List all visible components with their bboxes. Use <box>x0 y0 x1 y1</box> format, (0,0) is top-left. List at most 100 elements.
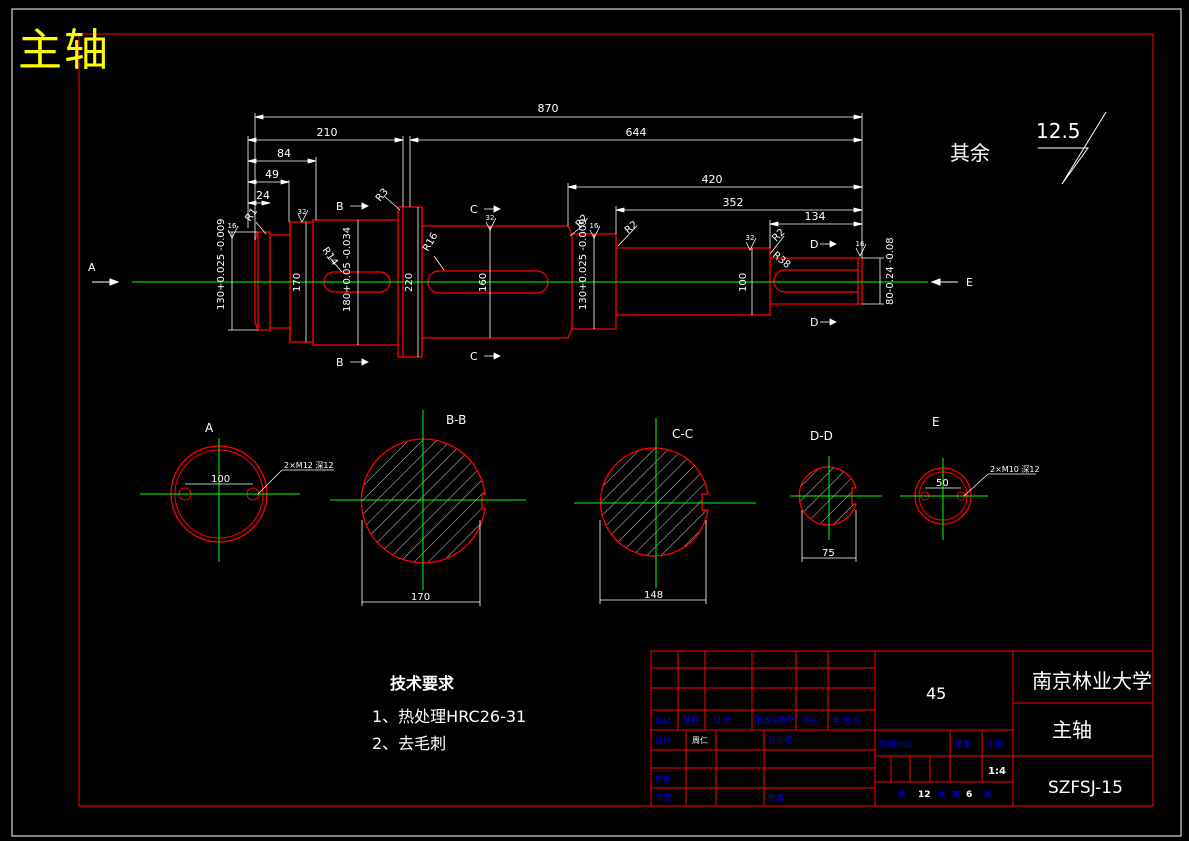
inner-frame <box>78 33 1154 807</box>
dim-100: 100 <box>738 273 749 292</box>
section-label-c-top: C <box>470 203 478 216</box>
section-e-dim: 50 <box>936 478 949 489</box>
vertical-dimension-texts: 130+0.025 -0.009 170 180+0.05 -0.034 220… <box>216 218 896 312</box>
radius-r2c: R2 <box>770 227 787 244</box>
review-label: 审核 <box>655 774 671 784</box>
row-label-change: 更改文件号 <box>755 715 795 725</box>
section-label-b-top: B <box>336 200 344 213</box>
dim-24: 24 <box>256 189 270 202</box>
surface-finish-prefix: 其余 <box>950 141 990 165</box>
dim-870: 870 <box>538 102 559 115</box>
section-e-title: E <box>932 415 940 429</box>
section-view-e <box>900 458 1036 540</box>
scale-label: 比例 <box>987 739 1003 749</box>
dim-420: 420 <box>702 173 723 186</box>
material: 45 <box>926 684 946 703</box>
dim-130b: 130+0.025 -0.009 <box>578 218 589 310</box>
roughness-16a: 16 <box>228 222 237 230</box>
roughness-marks <box>227 209 867 257</box>
radius-r16: R16 <box>421 231 440 254</box>
surface-finish-value: 12.5 <box>1036 119 1081 143</box>
radius-r38: R38 <box>770 250 792 271</box>
scale-value: 1:4 <box>988 766 1006 777</box>
vertical-dimensions <box>228 207 884 357</box>
weight-label: 重量 <box>955 739 971 749</box>
row-label-date: 年.月.日 <box>832 715 861 725</box>
radius-r1: R1 <box>243 207 260 224</box>
roughness-32a: 32 <box>298 208 307 216</box>
horizontal-dimensions <box>247 113 863 258</box>
dim-49: 49 <box>265 168 279 181</box>
roughness-mark-texts: 16 32 32 16 32 16 <box>228 208 865 248</box>
section-label-c-bottom: C <box>470 350 478 363</box>
designer-label: 设计 <box>655 735 671 745</box>
section-bb-dim: 170 <box>411 592 430 603</box>
university-name: 南京林业大学 <box>1032 669 1152 693</box>
sheet-total-label: 共 <box>898 790 906 799</box>
drawing-number: SZFSJ-15 <box>1048 778 1123 798</box>
section-markers <box>350 202 837 366</box>
dim-84: 84 <box>277 147 291 160</box>
dim-210: 210 <box>317 126 338 139</box>
standard-label: 标准化 <box>768 735 792 745</box>
section-a-note: 2×M12 深12 <box>284 461 334 470</box>
section-dd-dim: 75 <box>822 548 835 559</box>
radius-r2b: R2 <box>623 219 640 236</box>
dim-130a: 130+0.025 -0.009 <box>216 218 227 310</box>
dim-180: 180+0.05 -0.034 <box>342 227 353 312</box>
dim-134: 134 <box>805 210 826 223</box>
keyway-d <box>773 269 858 293</box>
section-view-dd <box>790 456 882 562</box>
section-cc-title: C-C <box>672 427 693 441</box>
requirement-item-2: 2、去毛刺 <box>372 734 447 753</box>
designer-name: 周仁 <box>692 735 708 745</box>
section-label-d-bottom: D <box>810 316 818 329</box>
row-label-zone: 分 区 <box>713 716 732 725</box>
section-label-d-top: D <box>810 238 818 251</box>
section-label-e: E <box>966 276 973 289</box>
radius-r14: R14 <box>320 245 340 267</box>
sheet-label: 第 <box>952 789 960 799</box>
dim-160: 160 <box>478 273 489 292</box>
section-a-title: A <box>205 421 214 435</box>
dim-220: 220 <box>404 273 415 292</box>
surface-finish-symbol <box>1038 111 1107 185</box>
sheet-unit-1: 张 <box>938 790 946 799</box>
section-a-dim: 100 <box>211 474 230 485</box>
title-block-texts: 标记 处数 分 区 更改文件号 签名 年.月.日 设计 周仁 标准化 审核 工艺… <box>655 715 1003 802</box>
stage-label: 阶段标记 <box>880 739 912 749</box>
row-label-count: 处数 <box>683 715 699 725</box>
sheet-total: 12 <box>918 790 931 800</box>
dim-80: 80-0.24 -0.08 <box>885 237 896 305</box>
radius-labels: R1 R3 R14 R16 R2 R2 R2 R38 <box>243 187 792 271</box>
section-view-bb <box>330 410 526 606</box>
dim-644: 644 <box>626 126 647 139</box>
title-block-grid <box>650 650 1154 807</box>
roughness-16b: 16 <box>590 222 599 230</box>
roughness-32c: 32 <box>746 234 755 242</box>
process-label: 工艺 <box>655 793 671 802</box>
sheet-number: 6 <box>966 790 972 800</box>
outer-border <box>11 8 1182 837</box>
roughness-16c: 16 <box>856 240 865 248</box>
section-e-note: 2×M10 深12 <box>990 465 1040 474</box>
section-bb-title: B-B <box>446 413 466 427</box>
dim-352: 352 <box>723 196 744 209</box>
section-view-cc <box>574 418 756 604</box>
section-label-a: A <box>88 261 96 274</box>
section-dd-title: D-D <box>810 429 833 443</box>
sheet-unit-2: 张 <box>984 790 992 799</box>
part-name: 主轴 <box>1052 718 1092 742</box>
drawing-title: 主轴 <box>18 25 110 76</box>
section-view-a <box>140 438 334 562</box>
radius-leaders <box>255 195 785 273</box>
view-arrows <box>92 278 958 286</box>
dim-170: 170 <box>292 273 303 292</box>
section-label-b-bottom: B <box>336 356 344 369</box>
approve-label: 批准 <box>768 792 784 802</box>
horizontal-dimension-texts: 870 210 644 84 49 24 420 352 134 <box>256 102 826 223</box>
row-label-mark: 标记 <box>655 715 671 725</box>
section-marker-texts: A E B B C C D D <box>88 200 973 369</box>
radius-r3: R3 <box>374 187 391 204</box>
